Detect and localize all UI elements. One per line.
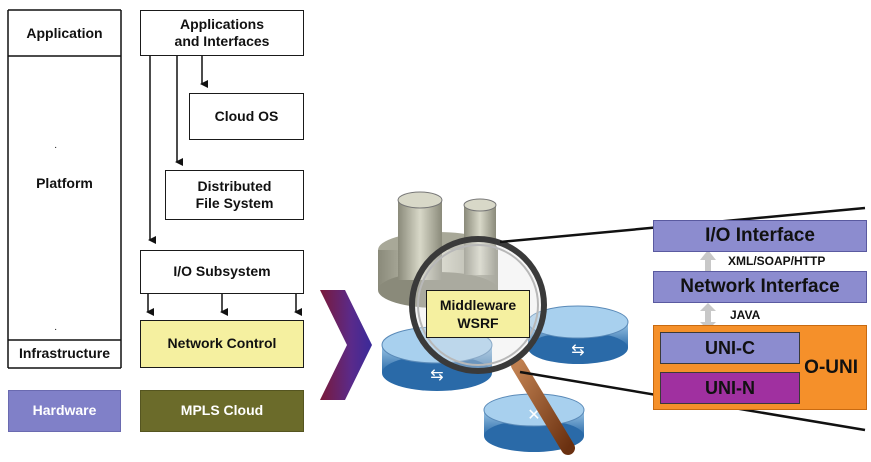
middleware-line-2: WSRF xyxy=(457,315,499,331)
layer-infrastructure: Infrastructure xyxy=(18,345,111,361)
network-interface-label: Network Interface xyxy=(680,276,840,297)
io-subsystem-box: I/O Subsystem xyxy=(140,250,304,294)
svg-text:⇆: ⇆ xyxy=(430,365,443,384)
mpls-cloud-box: MPLS Cloud xyxy=(140,390,304,432)
o-uni-label: O-UNI xyxy=(804,356,858,378)
svg-text:⇆: ⇆ xyxy=(571,340,584,359)
svg-text:·: · xyxy=(54,142,57,153)
distributed-file-system-box: Distributed File System xyxy=(165,170,304,220)
uni-c-label: UNI-C xyxy=(705,337,755,358)
xml-soap-http-label: XML/SOAP/HTTP xyxy=(728,254,826,268)
mpls-cloud-label: MPLS Cloud xyxy=(180,402,264,419)
applications-box: Applications and Interfaces xyxy=(140,10,304,56)
applications-line-2: and Interfaces xyxy=(174,33,270,49)
network-control-box: Network Control xyxy=(140,320,304,368)
java-label: JAVA xyxy=(730,308,761,322)
io-interface-box: I/O Interface xyxy=(653,220,867,252)
cloud-os-label: Cloud OS xyxy=(214,107,279,124)
uni-n-box: UNI-N xyxy=(660,372,800,404)
io-subsystem-label: I/O Subsystem xyxy=(173,263,271,280)
router-icon: ⇆ xyxy=(527,305,629,364)
dfs-line-2: File System xyxy=(195,195,274,211)
network-interface-box: Network Interface xyxy=(653,271,867,303)
layer-platform: Platform xyxy=(36,175,93,191)
dfs-line-1: Distributed xyxy=(197,177,272,194)
layer-application: Application xyxy=(26,25,103,41)
applications-line-1: Applications xyxy=(179,15,264,32)
middleware-box: Middleware WSRF xyxy=(426,290,530,338)
cloud-os-box: Cloud OS xyxy=(189,93,304,140)
uni-c-box: UNI-C xyxy=(660,332,800,364)
io-interface-label: I/O Interface xyxy=(705,225,815,246)
middleware-line-1: Middleware xyxy=(439,296,517,313)
uni-n-label: UNI-N xyxy=(705,377,755,398)
hardware-label: Hardware xyxy=(32,402,97,419)
network-control-label: Network Control xyxy=(167,335,277,352)
layer-hardware: Hardware xyxy=(8,390,121,432)
svg-text:·: · xyxy=(54,324,57,335)
